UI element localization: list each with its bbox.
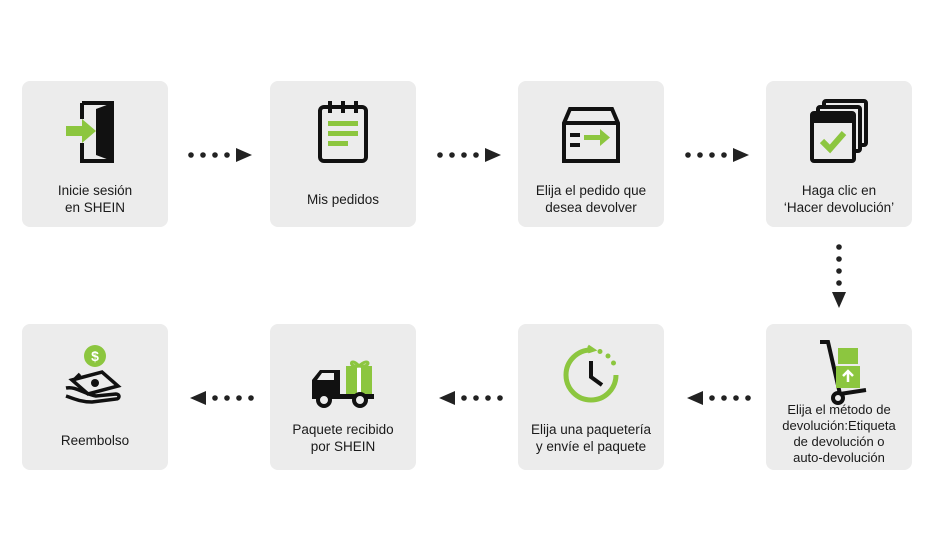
arrow-left-3 [188, 388, 254, 413]
step-label: Haga clic en‘Hacer devolución’ [783, 183, 895, 215]
notepad-orders-icon [270, 99, 416, 165]
arrow-left-2 [437, 388, 503, 413]
package-return-icon [518, 99, 664, 165]
arrow-down [829, 244, 849, 315]
step-card-refund: $ Reembolso [22, 324, 168, 470]
clock-icon [518, 342, 664, 408]
arrow-left-1 [685, 388, 751, 413]
arrow-right-1 [188, 145, 254, 170]
hand-truck-icon [766, 338, 912, 405]
window-check-icon [766, 99, 912, 165]
step-card-orders: Mis pedidos [270, 81, 416, 227]
login-door-icon [22, 99, 168, 165]
step-label: Mis pedidos [306, 192, 380, 207]
arrow-right-2 [437, 145, 503, 170]
money-hand-icon: $ [22, 342, 168, 408]
delivery-truck-icon [270, 342, 416, 408]
step-label: Reembolso [60, 433, 130, 448]
arrow-right-3 [685, 145, 751, 170]
step-card-click-return: Haga clic en‘Hacer devolución’ [766, 81, 912, 227]
svg-text:$: $ [91, 348, 99, 364]
